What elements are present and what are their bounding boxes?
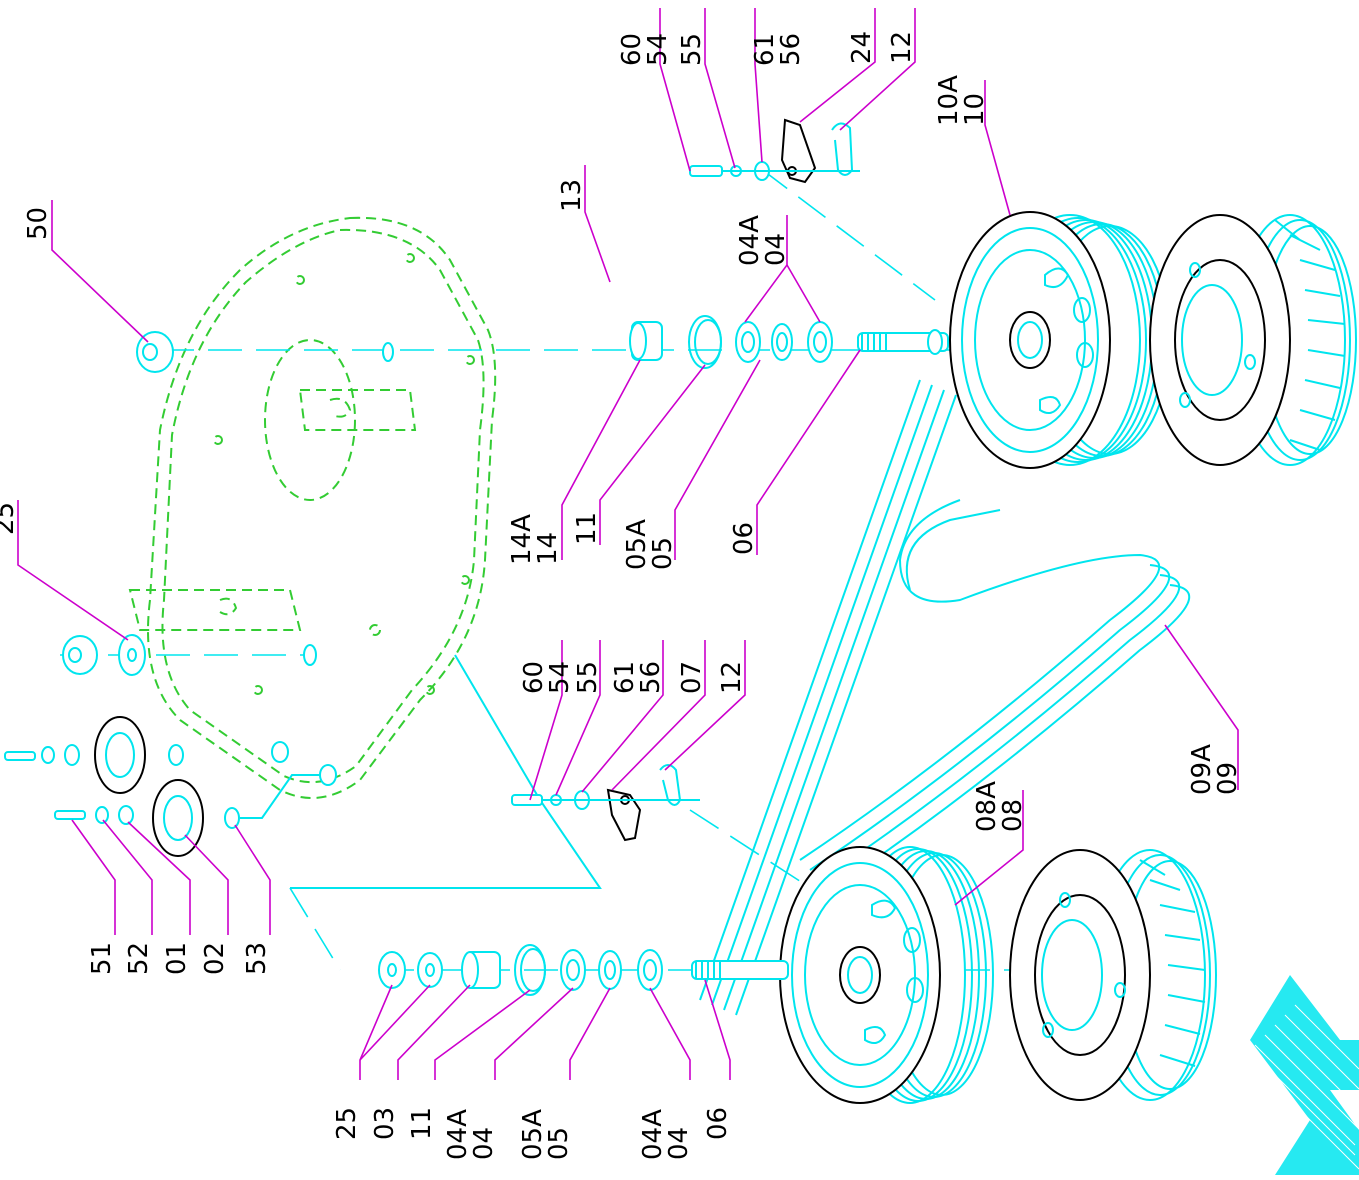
callout-08A-08: 08A08 <box>972 781 1028 832</box>
callout-12-upper: 12 <box>887 31 917 64</box>
callout-50: 50 <box>23 207 53 240</box>
upper-shaft-parts <box>629 315 949 369</box>
callout-61-56-lower: 6156 <box>610 661 666 694</box>
upper-tension-arm <box>689 118 860 184</box>
drive-belts <box>699 379 1191 1016</box>
cover-plate <box>128 216 497 799</box>
callout-05A-05-lower: 05A05 <box>518 1109 574 1160</box>
callout-06-lower: 06 <box>703 1107 733 1140</box>
callout-10A-10: 10A10 <box>934 75 990 126</box>
callout-52: 52 <box>124 942 154 975</box>
callout-11-upper: 11 <box>572 512 602 545</box>
callout-61-56: 6156 <box>750 33 806 66</box>
callout-11-lower: 11 <box>407 1107 437 1140</box>
callout-55-lower: 55 <box>573 661 603 694</box>
lower-shaft-parts <box>378 944 789 996</box>
callout-12-lower: 12 <box>717 661 747 694</box>
lower-tension-arm <box>511 764 700 842</box>
callout-13: 13 <box>557 179 587 212</box>
logo-mark <box>1250 975 1359 1175</box>
callout-60-54: 6054 <box>617 33 673 66</box>
leader-lines <box>17 8 1239 1080</box>
callout-07: 07 <box>677 661 707 694</box>
callout-04A-04-lower-b: 04A04 <box>638 1109 694 1160</box>
callout-01: 01 <box>162 942 192 975</box>
callout-25-upper: 25 <box>0 502 20 535</box>
callout-labels: 6054 55 6156 24 12 10A10 13 04A04 50 25 … <box>0 31 1243 1160</box>
callout-02: 02 <box>200 942 230 975</box>
callout-14A-14: 14A14 <box>507 514 563 565</box>
callout-05A-05-upper: 05A05 <box>622 519 678 570</box>
callout-04A-04-lower-a: 04A04 <box>443 1109 499 1160</box>
lower-pulley <box>779 846 994 1104</box>
callout-24: 24 <box>847 31 877 64</box>
callout-51: 51 <box>87 942 117 975</box>
callout-53: 53 <box>242 942 272 975</box>
upper-wheel <box>1149 214 1357 466</box>
callout-55: 55 <box>677 33 707 66</box>
lower-wheel <box>1009 849 1217 1101</box>
callout-06-upper: 06 <box>729 522 759 555</box>
idler-assemblies <box>4 331 394 857</box>
upper-pulley <box>949 211 1171 469</box>
callout-03: 03 <box>370 1107 400 1140</box>
callout-04A-04-upper: 04A04 <box>735 215 791 266</box>
callout-09A-09: 09A09 <box>1187 744 1243 795</box>
callout-60-54-lower: 6054 <box>519 661 575 694</box>
callout-25-lower: 25 <box>332 1107 362 1140</box>
